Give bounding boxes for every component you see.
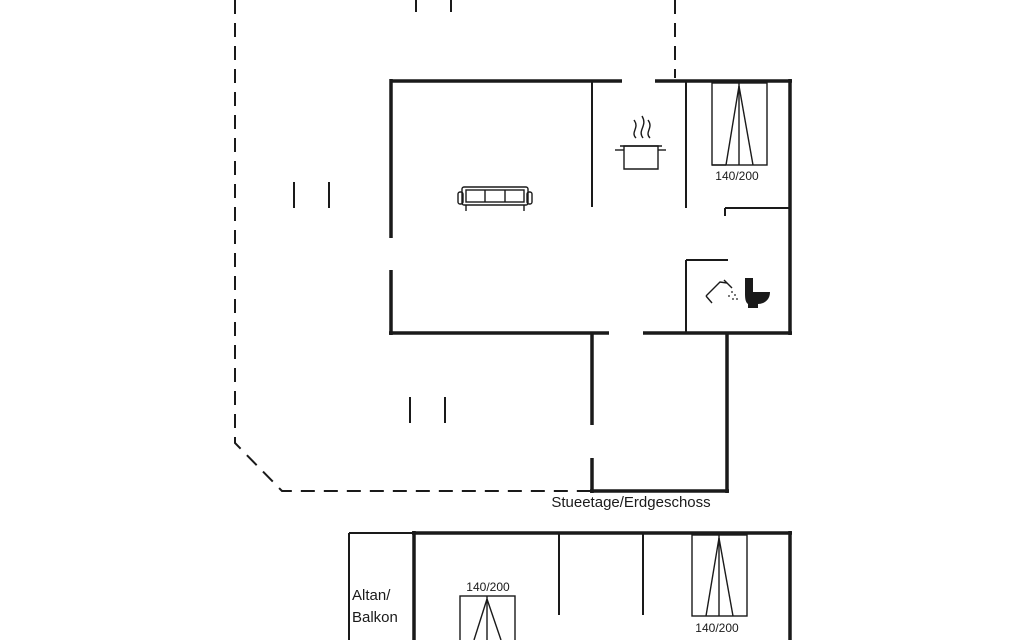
double-bed-icon [459, 595, 516, 640]
balcony-label-line1: Altan/ [352, 587, 391, 604]
toilet-icon [745, 278, 770, 308]
ground-bed-size-label: 140/200 [715, 169, 759, 183]
ground-floor-partitions [591, 81, 790, 333]
sofa-icon [457, 186, 533, 211]
ground-floor-walls [389, 79, 792, 493]
upper-floor-walls [348, 531, 792, 640]
ground-floor-title: Stueetage/Erdgeschoss [551, 494, 710, 511]
upper-left-bed-size-label: 140/200 [466, 580, 510, 594]
terrace-step-markers [293, 0, 452, 423]
terrace-outline [234, 0, 676, 492]
double-bed-icon [711, 82, 768, 166]
cooking-pot-icon [615, 115, 666, 170]
double-bed-icon [691, 534, 748, 617]
shower-icon [705, 279, 738, 304]
upper-right-bed-size-label: 140/200 [695, 621, 739, 635]
balcony-label-line2: Balkon [352, 609, 398, 626]
